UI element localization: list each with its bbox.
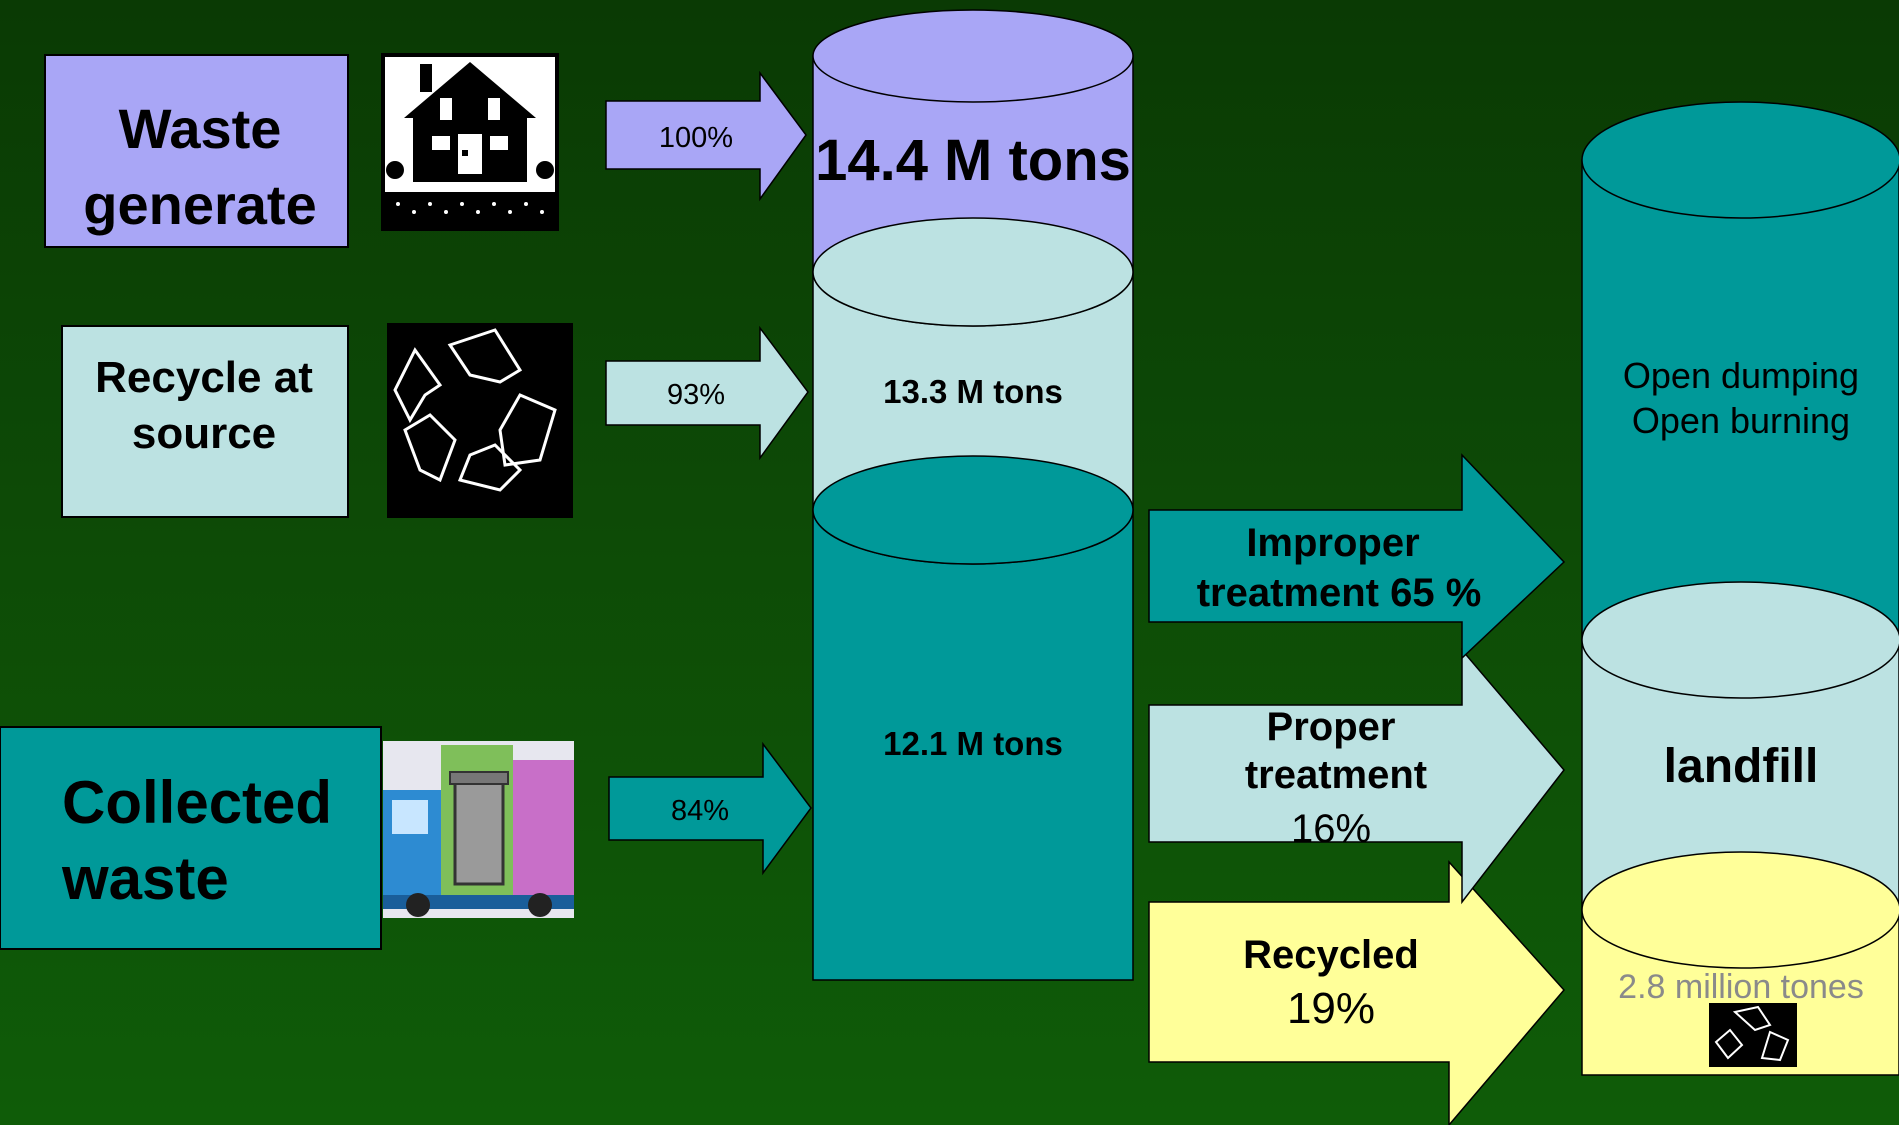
- recycle-at-source-label-1: Recycle at: [95, 353, 313, 402]
- recycle-at-source-label-2: source: [132, 409, 276, 458]
- arrow-improper-treatment: Improper treatment 65 %: [1148, 453, 1566, 660]
- waste-generate-label-2: generate: [83, 173, 316, 236]
- improper-treatment-label-2: treatment 65 %: [1197, 571, 1482, 615]
- main-cylinder-top-value: 14.4 M tons: [815, 128, 1131, 193]
- waste-generate-label-1: Waste: [119, 97, 282, 160]
- arrow-collected-waste: 84%: [608, 741, 812, 876]
- recycle-at-source-box: Recycle at source: [61, 325, 349, 518]
- right-cylinder-top-line1: Open dumping: [1623, 355, 1859, 396]
- collected-waste-box: Collected waste: [0, 726, 382, 950]
- garbage-truck-icon: [383, 741, 574, 918]
- arrow-recycled: Recycled 19%: [1148, 860, 1565, 1125]
- recycled-pct: 19%: [1287, 984, 1375, 1033]
- main-cylinder-mid-value: 13.3 M tons: [883, 373, 1063, 410]
- right-cylinder-top-line2: Open burning: [1632, 400, 1850, 441]
- main-cylinder: 14.4 M tons 13.3 M tons 12.1 M tons: [812, 9, 1134, 981]
- proper-treatment-label-2: treatment: [1245, 753, 1427, 797]
- house-icon: [381, 53, 559, 231]
- arrow-waste-generate: 100%: [605, 70, 807, 202]
- recycled-label: Recycled: [1243, 933, 1419, 977]
- collected-waste-label-2: waste: [61, 845, 229, 912]
- arrow-label-100: 100%: [659, 122, 733, 154]
- improper-treatment-label-1: Improper: [1246, 521, 1419, 565]
- proper-treatment-pct: 16%: [1291, 807, 1371, 851]
- main-cylinder-bottom-value: 12.1 M tons: [883, 725, 1063, 762]
- right-cylinder-landfill-label: landfill: [1664, 740, 1819, 793]
- arrow-recycle-at-source: 93%: [605, 325, 809, 461]
- right-cylinder-bottom-label: 2.8 million tones: [1618, 968, 1864, 1006]
- waste-generate-box: Waste generate: [44, 54, 349, 248]
- proper-treatment-label-1: Proper: [1267, 705, 1396, 749]
- right-cylinder: Open dumping Open burning landfill 2.8 m…: [1581, 101, 1899, 1076]
- arrow-label-93: 93%: [667, 379, 725, 411]
- collected-waste-label-1: Collected: [62, 769, 332, 836]
- arrow-proper-treatment: Proper treatment 16%: [1148, 647, 1565, 905]
- small-recycle-icon: [1709, 1003, 1797, 1067]
- arrow-label-84: 84%: [671, 795, 729, 827]
- recycle-icon: [387, 323, 573, 518]
